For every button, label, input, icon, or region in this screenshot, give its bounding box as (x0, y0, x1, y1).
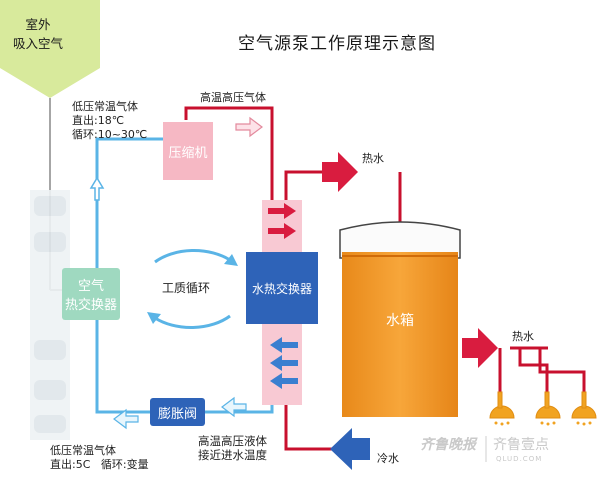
top-outline-arrow (235, 116, 263, 138)
top-left-gas-label: 低压常温气体 直出:18℃ 循环:10~30℃ (72, 100, 147, 141)
diagram-title: 空气源泵工作原理示意图 (238, 34, 436, 54)
top-left-gas-line3: 循环:10~30℃ (72, 127, 148, 141)
shower-heads (489, 391, 597, 419)
air-exchanger-label: 空气 热交换器 (62, 268, 120, 320)
air-exchanger-line1: 空气 (77, 279, 104, 294)
outdoor-intake-shape (0, 0, 100, 98)
compressor-box (163, 122, 213, 180)
cycle-label: 工质循环 (162, 281, 211, 295)
top-left-gas-line1: 低压常温气体 (72, 100, 138, 113)
tank-label: 水箱 (386, 313, 414, 329)
compressor-label: 压缩机 (168, 145, 208, 161)
bottom-left-gas-label: 低压常温气体 直出:5C 循环:变量 (50, 444, 149, 472)
up-arrow-left (89, 176, 105, 201)
expansion-valve-label: 膨胀阀 (157, 406, 197, 422)
hot-water-top-label: 热水 (362, 152, 384, 165)
water-tank-box (342, 252, 458, 417)
watermark-brand: 齐鲁晚报 (420, 437, 476, 453)
bottom-outline-arrow (221, 396, 247, 418)
valve-outline-arrow (113, 408, 139, 430)
bottom-liquid-line1: 高温高压液体 (198, 434, 267, 448)
bottom-left-gas-line3: 循环:变量 (100, 457, 149, 471)
exchanger-blue-arrow-3 (270, 373, 298, 389)
cycle-arrows (154, 249, 231, 329)
cold-water-arrow (330, 428, 370, 470)
exchanger-blue-arrow-1 (270, 337, 298, 353)
exchanger-blue-arrow-2 (270, 355, 298, 371)
outdoor-intake-line1: 室外 (25, 17, 51, 32)
cold-water-label: 冷水 (377, 452, 399, 465)
bottom-liquid-line2: 接近进水温度 (198, 448, 267, 463)
exchanger-red-arrow-2 (268, 223, 296, 239)
watermark-domain: QLUD.COM (496, 455, 543, 463)
bottom-liquid-label: 高温高压液体 接近进水温度 (198, 434, 267, 463)
tank-lid-outline (339, 221, 461, 259)
cycle-arrowhead-top (224, 254, 238, 266)
water-exchanger-label: 水热交换器 (251, 281, 312, 296)
cycle-arrowhead-bottom (147, 312, 161, 324)
air-exchanger-box (62, 268, 120, 320)
top-gas-label: 高温高压气体 (200, 91, 266, 104)
exchanger-red-arrow-1 (268, 203, 296, 219)
hot-water-right-label: 热水 (512, 330, 534, 343)
bottom-left-gas-line2: 直出:5C (50, 457, 91, 471)
outdoor-intake-label: 室外 吸入空气 (10, 15, 66, 54)
hot-water-arrow-right (462, 328, 498, 368)
top-left-gas-line2: 直出:18℃ (72, 113, 125, 127)
expansion-valve-box (150, 398, 205, 426)
water-exchanger-box (246, 252, 318, 324)
bottom-left-gas-line1: 低压常温气体 (50, 444, 116, 457)
air-exchanger-line2: 热交换器 (64, 298, 117, 313)
hot-water-arrow-top (322, 152, 358, 192)
outdoor-intake-line2: 吸入空气 (12, 36, 63, 52)
shower-drops (494, 421, 592, 426)
watermark-site: 齐鲁壹点 (493, 437, 549, 453)
